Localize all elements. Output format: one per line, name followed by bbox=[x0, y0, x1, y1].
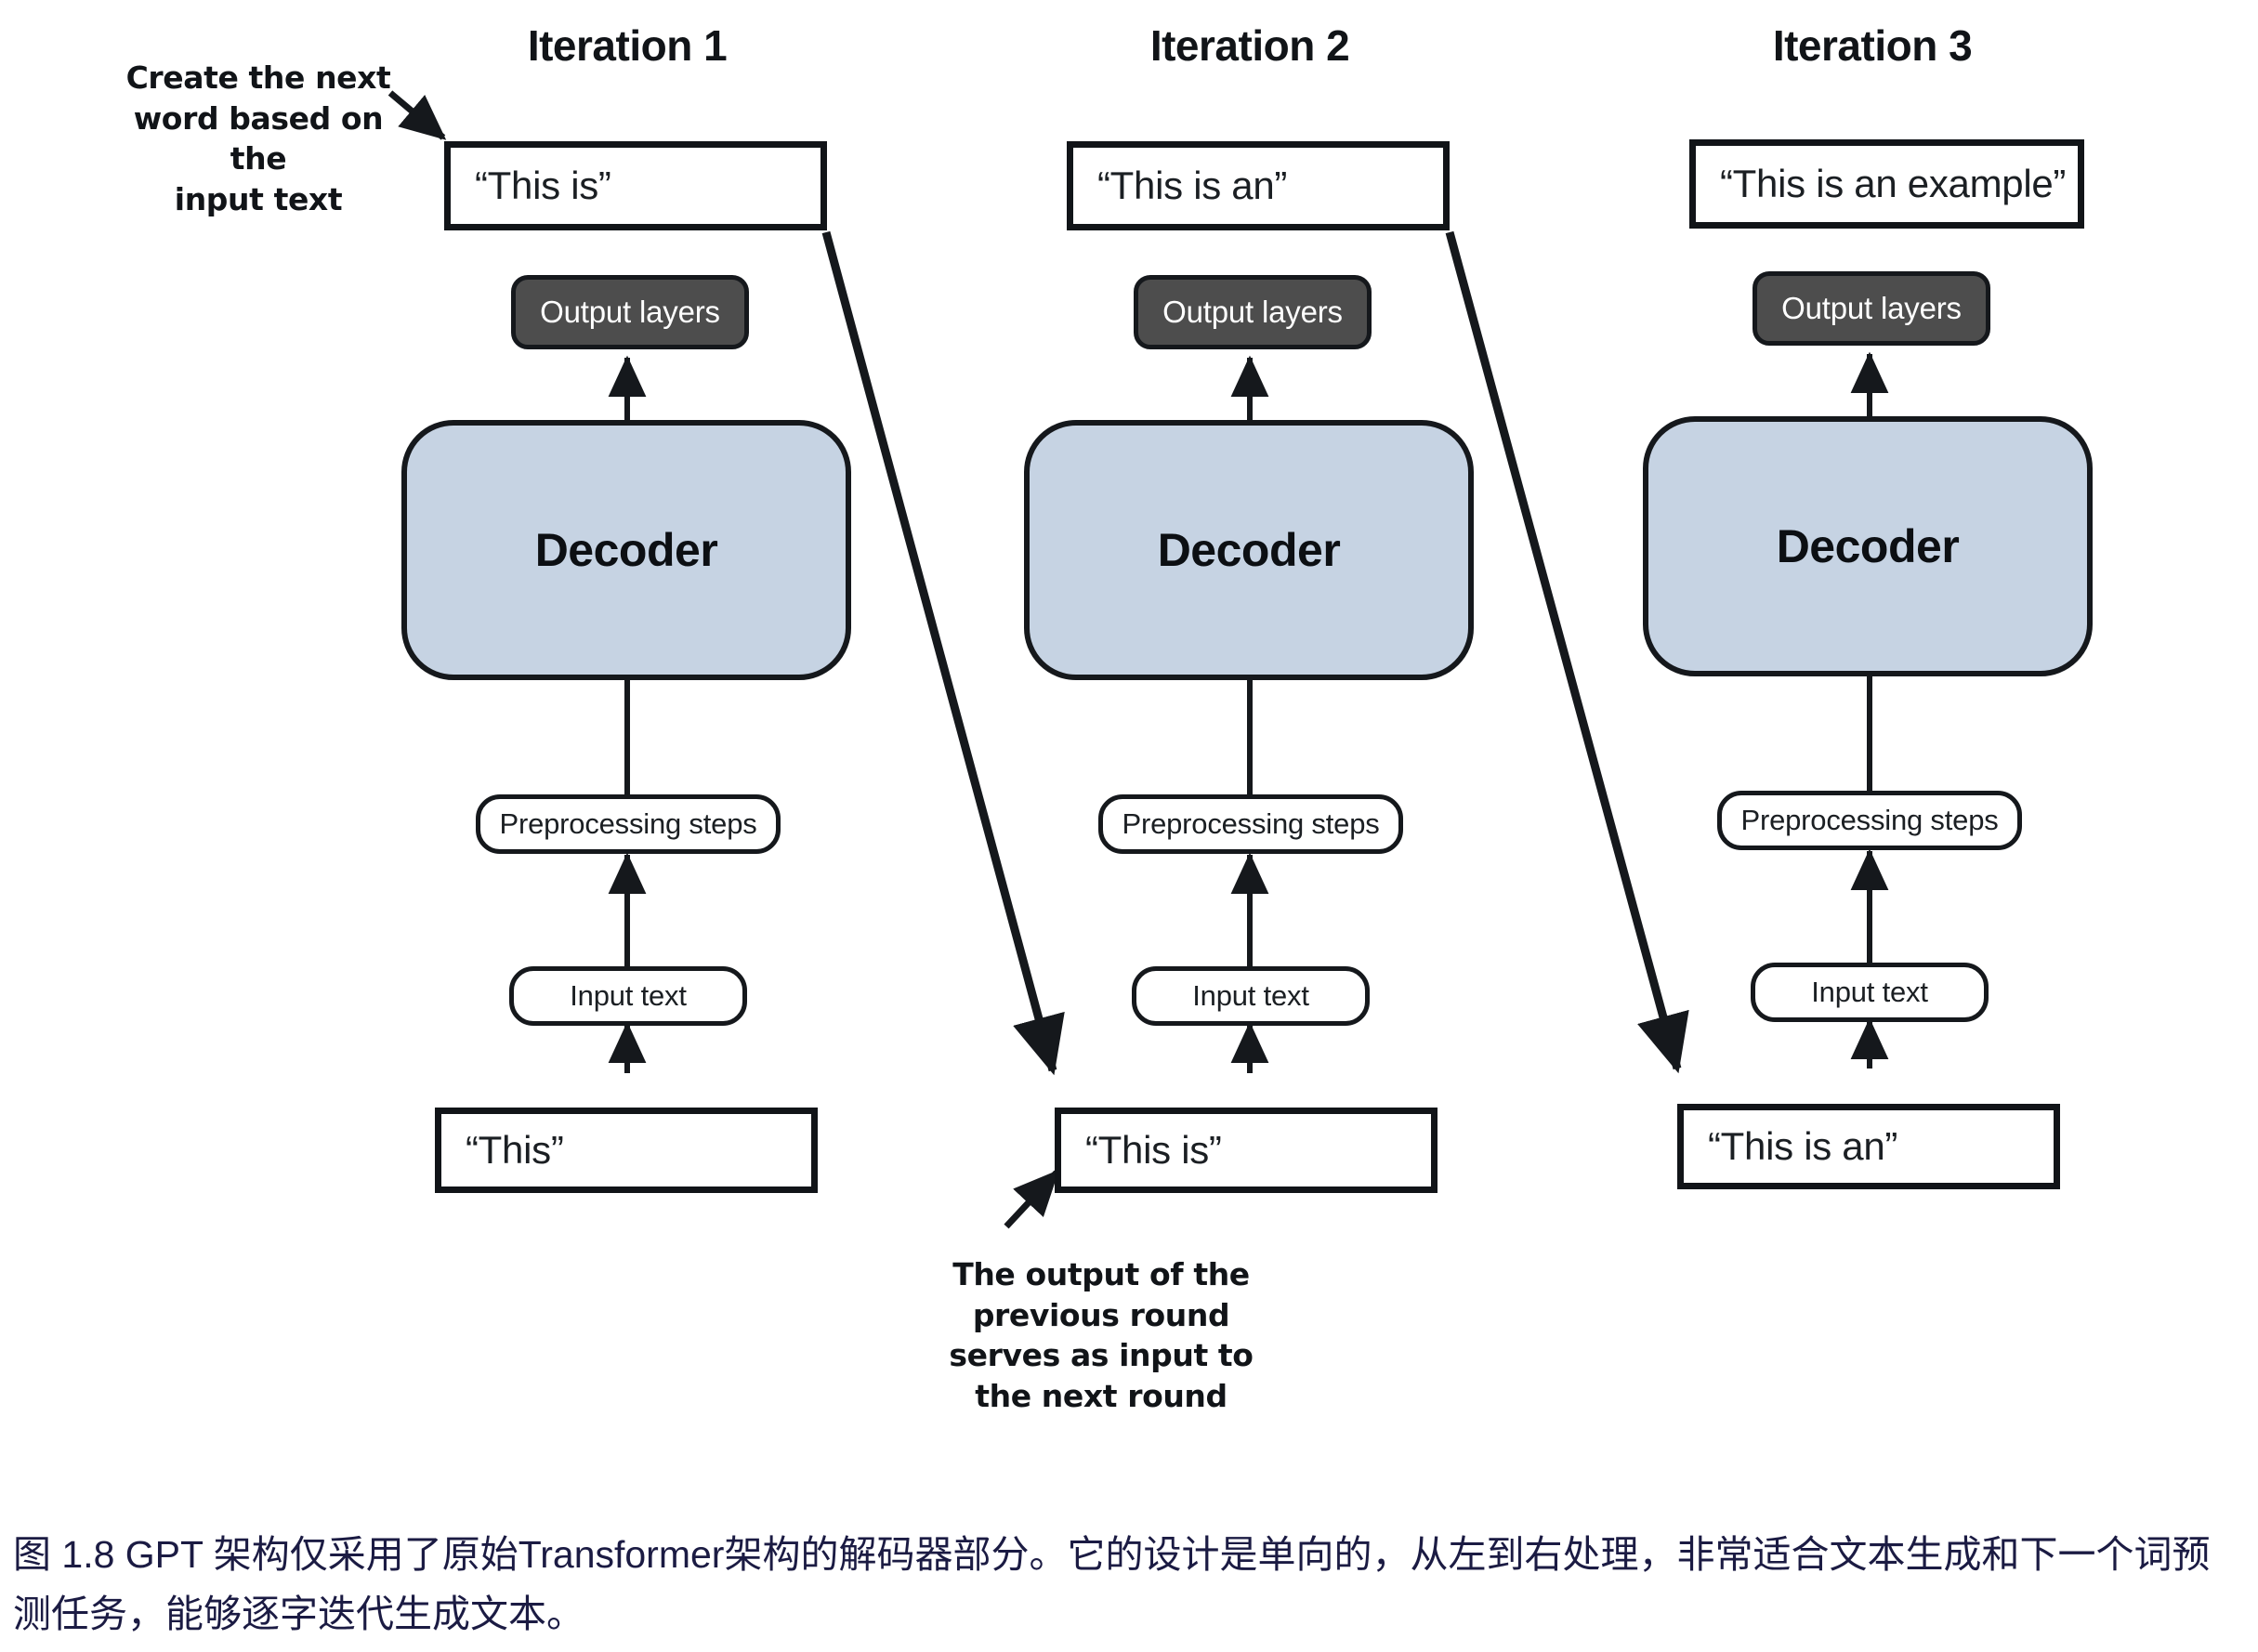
cross-arrow-iteration1-to-iteration2 bbox=[821, 230, 1065, 1076]
annotation-output-serves-as-input-line-4: the next round bbox=[975, 1377, 1227, 1414]
annotation-output-serves-as-input-line-2: previous round bbox=[972, 1296, 1230, 1333]
annotation-create-next-word: Create the next word based on the input … bbox=[100, 58, 416, 219]
output-layers-box-iteration-2: Output layers bbox=[1134, 275, 1372, 349]
annotation-create-next-word-line-1: Create the next bbox=[125, 59, 391, 96]
annotation-output-serves-as-input-line-1: The output of the bbox=[952, 1256, 1250, 1292]
input-string-box-iteration-1: “This” bbox=[435, 1108, 818, 1193]
input-text-label-iteration-1: Input text bbox=[570, 979, 687, 1012]
output-layers-label-iteration-1: Output layers bbox=[540, 295, 720, 329]
decoder-label-iteration-2: Decoder bbox=[1157, 524, 1341, 576]
column-title-iteration-1: Iteration 1 bbox=[527, 21, 728, 70]
input-string-box-iteration-2: “This is” bbox=[1055, 1108, 1438, 1193]
output-layers-box-iteration-1: Output layers bbox=[511, 275, 749, 349]
preprocessing-steps-box-iteration-3: Preprocessing steps bbox=[1717, 791, 2022, 850]
output-string-box-iteration-3: “This is an example” bbox=[1689, 139, 2084, 229]
output-layers-box-iteration-3: Output layers bbox=[1753, 271, 1990, 346]
annotation-output-serves-as-input: The output of the previous round serves … bbox=[906, 1254, 1296, 1416]
output-string-box-iteration-2: “This is an” bbox=[1067, 141, 1450, 230]
decoder-label-iteration-1: Decoder bbox=[534, 524, 718, 576]
input-string-box-iteration-3: “This is an” bbox=[1677, 1104, 2060, 1189]
annotation-create-next-word-line-2: word based on the bbox=[133, 99, 384, 177]
output-string-box-iteration-1: “This is” bbox=[444, 141, 827, 230]
output-layers-label-iteration-2: Output layers bbox=[1162, 295, 1343, 329]
input-string-text-iteration-1: “This” bbox=[466, 1128, 564, 1172]
decoder-box-iteration-3: Decoder bbox=[1643, 416, 2093, 676]
input-string-text-iteration-2: “This is” bbox=[1085, 1128, 1222, 1172]
cross-arrow-iteration2-to-iteration3 bbox=[1445, 230, 1689, 1074]
input-text-label-iteration-3: Input text bbox=[1811, 976, 1928, 1008]
output-layers-label-iteration-3: Output layers bbox=[1781, 291, 1962, 325]
figure-caption: 图 1.8 GPT 架构仅采用了原始Transformer架构的解码器部分。它的… bbox=[13, 1533, 2211, 1635]
annotation-create-next-word-line-3: input text bbox=[174, 180, 343, 217]
output-string-text-iteration-2: “This is an” bbox=[1097, 164, 1288, 207]
decoder-box-iteration-1: Decoder bbox=[401, 420, 851, 680]
preprocessing-steps-box-iteration-1: Preprocessing steps bbox=[476, 794, 781, 854]
input-text-box-iteration-3: Input text bbox=[1751, 963, 1989, 1022]
column-title-iteration-2: Iteration 2 bbox=[1149, 21, 1350, 70]
annotation-arrow-output-serves-as-input bbox=[1004, 1169, 1059, 1229]
input-text-label-iteration-2: Input text bbox=[1192, 979, 1309, 1012]
output-string-text-iteration-1: “This is” bbox=[475, 164, 611, 207]
preprocessing-steps-label-iteration-2: Preprocessing steps bbox=[1122, 807, 1380, 840]
decoder-box-iteration-2: Decoder bbox=[1024, 420, 1474, 680]
preprocessing-steps-box-iteration-2: Preprocessing steps bbox=[1098, 794, 1403, 854]
output-string-text-iteration-3: “This is an example” bbox=[1720, 162, 2067, 205]
preprocessing-steps-label-iteration-1: Preprocessing steps bbox=[499, 807, 757, 840]
decoder-label-iteration-3: Decoder bbox=[1776, 520, 1960, 572]
input-string-text-iteration-3: “This is an” bbox=[1708, 1124, 1898, 1168]
input-text-box-iteration-2: Input text bbox=[1132, 966, 1370, 1026]
column-title-iteration-3: Iteration 3 bbox=[1772, 21, 1973, 70]
annotation-output-serves-as-input-line-3: serves as input to bbox=[949, 1337, 1254, 1374]
input-text-box-iteration-1: Input text bbox=[509, 966, 747, 1026]
preprocessing-steps-label-iteration-3: Preprocessing steps bbox=[1740, 804, 1999, 836]
